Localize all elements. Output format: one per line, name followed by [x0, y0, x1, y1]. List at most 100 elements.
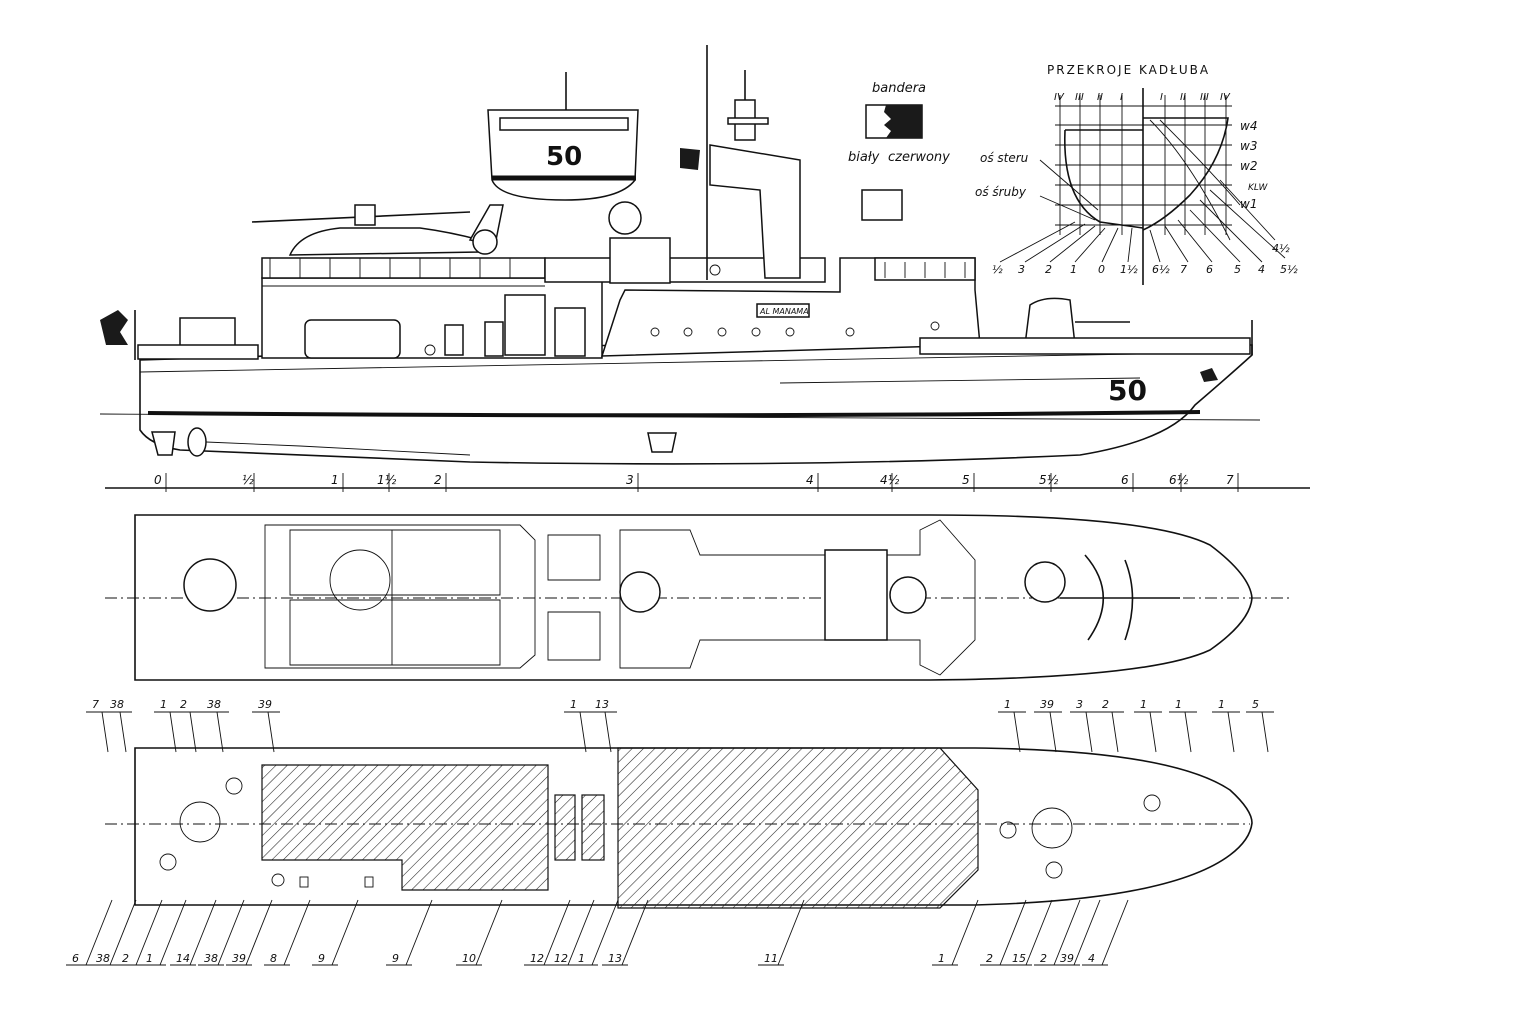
scale-label: 7: [1226, 473, 1234, 487]
hatched-area-12a: [554, 794, 576, 861]
leader-line: [283, 899, 311, 966]
leader-line: [543, 899, 571, 966]
section-bottom-label: 2: [1045, 263, 1052, 276]
scale-label: 4½: [880, 473, 900, 487]
plan-bottom-label: 1: [146, 952, 153, 965]
leader-line: [475, 899, 503, 966]
screw-axis-label: oś śruby: [975, 185, 1027, 199]
flag-title: bandera: [872, 81, 926, 96]
plan-top-label: 1: [1175, 698, 1182, 711]
anchor: [1200, 368, 1218, 382]
helideck-circle: [329, 549, 391, 611]
leader-line: [951, 899, 979, 966]
plan-bottom-label: 39: [232, 952, 246, 965]
plan-top-label: 5: [1252, 698, 1259, 711]
hatched-area-11: [617, 747, 979, 909]
plan-top-label: 1: [1004, 698, 1011, 711]
plan-bottom-label: 9: [318, 952, 325, 965]
plan-top-label: 3: [1076, 698, 1083, 711]
director: [861, 189, 903, 221]
deck-outline-bottom: [134, 747, 1253, 906]
section-bottom-label: 7: [1180, 263, 1187, 276]
door-1: [504, 294, 546, 356]
mast: [608, 45, 903, 280]
deck-turret: [619, 571, 661, 613]
leader-line: [109, 899, 137, 966]
plan-top-label: 38: [207, 698, 221, 711]
plan-top-label: 13: [595, 698, 609, 711]
leader-line: [189, 711, 197, 753]
plan-bottom-label: 15: [1012, 952, 1026, 965]
leader-line: [267, 711, 275, 753]
leader-line: [1085, 711, 1093, 753]
leader-line: [1073, 899, 1101, 966]
plan-bottom-label: 38: [204, 952, 218, 965]
stern-ensign: [100, 310, 128, 345]
leader-line: [604, 711, 612, 753]
flag-red-part: [884, 105, 922, 138]
section-bottom-label: 4: [1258, 263, 1265, 276]
hull-sections-title: PRZEKROJE KADŁUBA: [1047, 63, 1210, 77]
wl-w1: w1: [1240, 197, 1257, 211]
leader-line: [1025, 899, 1053, 966]
waterline: [99, 413, 1261, 421]
section-bottom-label: 5½: [1280, 263, 1298, 276]
plan-bottom-label: 6: [72, 952, 79, 965]
scale-label: 1: [331, 473, 339, 487]
scale-label: 0: [154, 473, 162, 487]
sheer-line: [139, 351, 1249, 373]
plan-top-label: 1: [1140, 698, 1147, 711]
leader-line: [1111, 711, 1119, 753]
section-bottom-label: 1½: [1120, 263, 1138, 276]
deck-plan-top: [105, 514, 1290, 681]
aft-gun-ring: [179, 801, 221, 843]
section-bottom-label: 1: [1070, 263, 1077, 276]
hull-number-stern: 50: [546, 142, 582, 172]
section-top-label: II: [1097, 92, 1103, 103]
section-bottom-label: 5: [1234, 263, 1241, 276]
keel-fin: [647, 432, 677, 453]
flag-red-label: czerwony: [888, 150, 950, 165]
hatched-area-10: [261, 764, 549, 891]
fore-gun-ring: [1031, 807, 1073, 849]
section-top-label: III: [1075, 92, 1084, 103]
leader-line: [1013, 711, 1021, 753]
leader-line: [1261, 711, 1269, 753]
director-top: [889, 576, 927, 614]
plan-bottom-label: 10: [462, 952, 476, 965]
scale-label: 4: [806, 473, 814, 487]
plan-bottom-label: 14: [176, 952, 190, 965]
plan-top-label: 2: [180, 698, 187, 711]
leader-line: [1101, 899, 1129, 966]
helideck: [264, 524, 536, 669]
plan-bottom-label: 1: [938, 952, 945, 965]
stern-view-insert: 50: [487, 72, 639, 201]
bow-breakwater: [1084, 554, 1134, 641]
plan-bottom-label: 9: [392, 952, 399, 965]
plan-top-label: 1: [1218, 698, 1225, 711]
plan-bottom-label: 13: [608, 952, 622, 965]
section-leader-lines: [999, 179, 1286, 263]
aft-gun-top: [183, 558, 237, 612]
rudder-axis-label: oś steru: [980, 151, 1029, 165]
plan-top-label: 39: [258, 698, 272, 711]
scale-label: 2: [434, 473, 442, 487]
scale-label: 5½: [1039, 473, 1059, 487]
leader-line: [567, 899, 595, 966]
section-top-label: I: [1160, 92, 1163, 103]
leader-line: [1184, 711, 1192, 753]
plan-top-label: 1: [160, 698, 167, 711]
plan-top-label: 1: [570, 698, 577, 711]
leader-line: [621, 899, 649, 966]
bridge-top: [824, 549, 888, 641]
plan-bottom-label: 11: [764, 952, 778, 965]
leader-line: [217, 899, 245, 966]
leader-line: [777, 899, 805, 966]
leader-line: [85, 899, 113, 966]
wl-w2: w2: [1240, 159, 1257, 173]
section-top-label: IV: [1220, 92, 1231, 103]
section-top-label: III: [1200, 92, 1209, 103]
leader-line: [1149, 711, 1157, 753]
